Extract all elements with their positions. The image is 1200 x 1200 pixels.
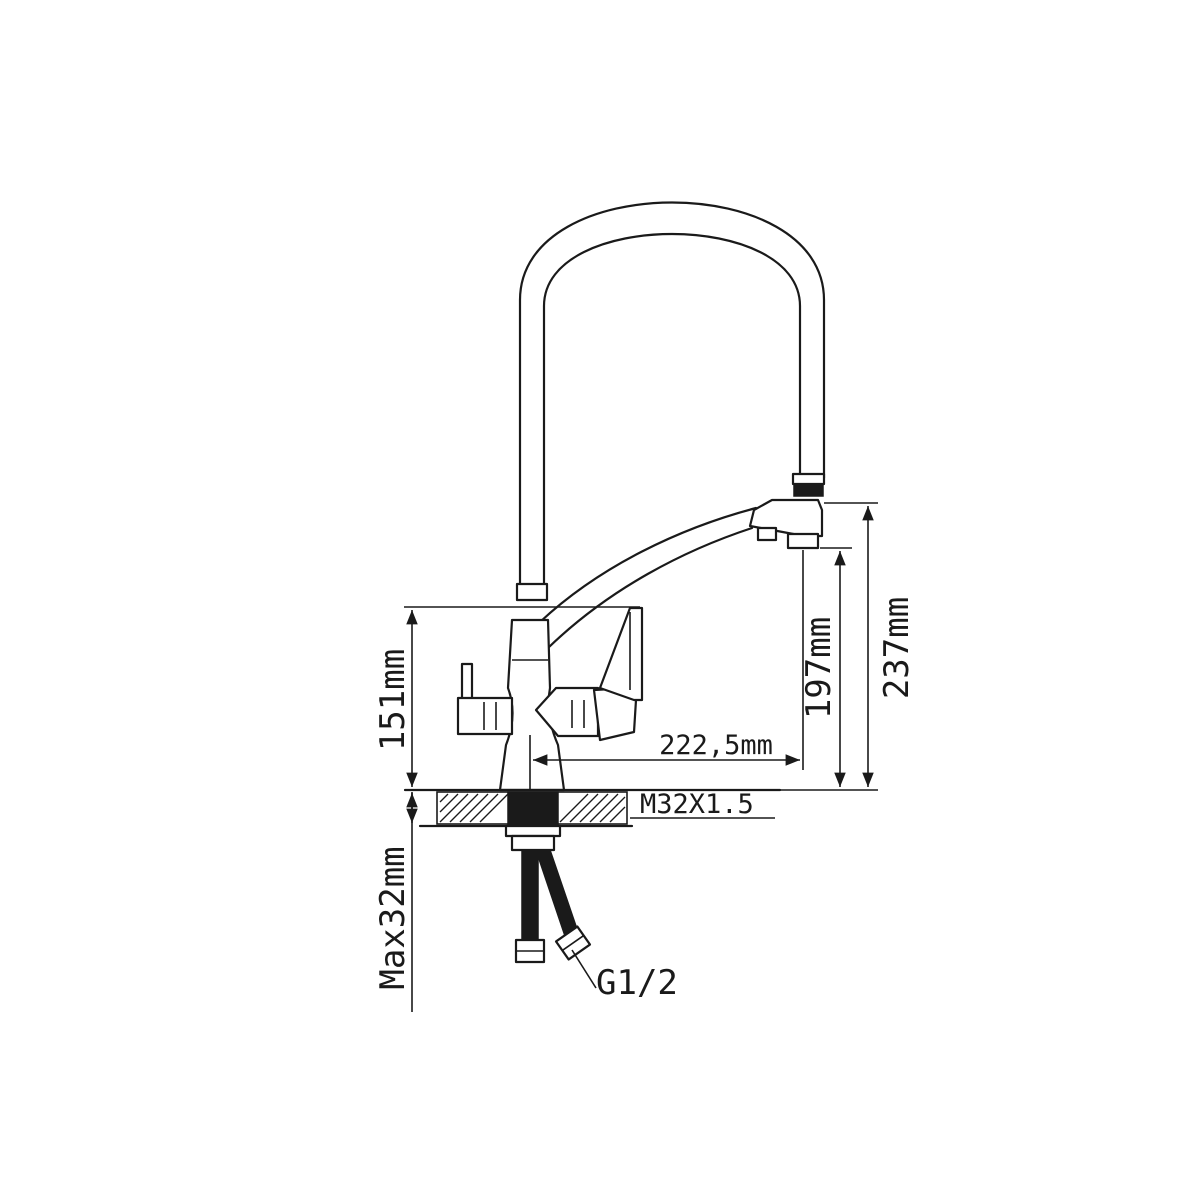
spray-head: [748, 498, 824, 550]
dimension-spout-reach: 222,5mm: [529, 550, 804, 790]
spout-ring: [793, 483, 824, 497]
dimension-label-max32: Max32mm: [373, 846, 413, 989]
left-lever-base: [456, 696, 514, 736]
right-lever-handle: [534, 606, 644, 742]
spout-upper-collar: [791, 472, 826, 486]
spray-outlet: [786, 532, 820, 550]
hose-left-nut: [514, 938, 546, 964]
hose-left: [521, 849, 539, 941]
thread-callout: M32X1.5: [630, 789, 775, 820]
mounting-nut: [504, 824, 562, 838]
gooseneck-spout: [515, 201, 826, 602]
spout-lower-collar: [515, 582, 549, 602]
dimension-label-197: 197mm: [799, 617, 839, 719]
dimension-label-151: 151mm: [373, 649, 413, 751]
dimension-label-237: 237mm: [877, 597, 917, 699]
left-lever-handle: [456, 662, 514, 736]
hose-thread-label: G1/2: [596, 963, 678, 1003]
spray-nozzle: [756, 526, 778, 542]
dimension-max-deck: Max32mm: [373, 792, 418, 1012]
mounting-washer: [510, 834, 556, 852]
hose-thread-callout: G1/2: [571, 949, 678, 1003]
mounting-stud: [507, 791, 559, 827]
hose-right-nut: [554, 925, 592, 961]
hatch-lines: [439, 793, 626, 823]
dimension-label-222-5: 222,5mm: [659, 730, 773, 761]
thread-label: M32X1.5: [640, 789, 754, 820]
dimension-body-height: 151mm: [373, 606, 640, 787]
dimension-total-height: 237mm: [780, 502, 917, 791]
hose-right: [534, 849, 579, 937]
dimension-outlet-height: 197mm: [799, 547, 852, 787]
countertop-section: [403, 788, 782, 852]
supply-hoses: [514, 849, 592, 964]
fixed-spout-arm: [538, 506, 758, 650]
